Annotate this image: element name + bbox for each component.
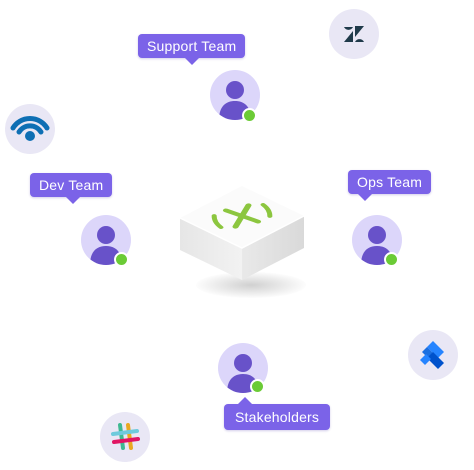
support-team-label-text: Support Team xyxy=(147,38,237,54)
jira-integration[interactable] xyxy=(408,330,458,380)
slack-integration[interactable] xyxy=(100,412,150,462)
xmatters-logo-icon xyxy=(211,203,273,229)
signal-integration[interactable] xyxy=(5,104,55,154)
slack-icon xyxy=(111,423,140,450)
zendesk-icon xyxy=(344,26,364,42)
ops-team-status-indicator xyxy=(384,252,399,267)
ops-team-label-text: Ops Team xyxy=(357,174,423,190)
stakeholders-label: Stakeholders xyxy=(224,397,331,430)
stakeholders-label-text: Stakeholders xyxy=(235,409,320,425)
wifi-signal-icon xyxy=(10,116,50,141)
stakeholders-status-indicator xyxy=(250,379,265,394)
dev-team-label-text: Dev Team xyxy=(39,177,104,193)
support-team-label: Support Team xyxy=(138,34,246,65)
ops-team-label: Ops Team xyxy=(348,170,432,201)
support-team-status-indicator xyxy=(242,108,257,123)
jira-icon xyxy=(420,341,444,369)
central-hub xyxy=(170,168,320,308)
dev-team-label: Dev Team xyxy=(30,173,113,204)
dev-team-status-indicator xyxy=(114,252,129,267)
zendesk-integration[interactable] xyxy=(329,9,379,59)
cube-shadow xyxy=(196,272,306,298)
